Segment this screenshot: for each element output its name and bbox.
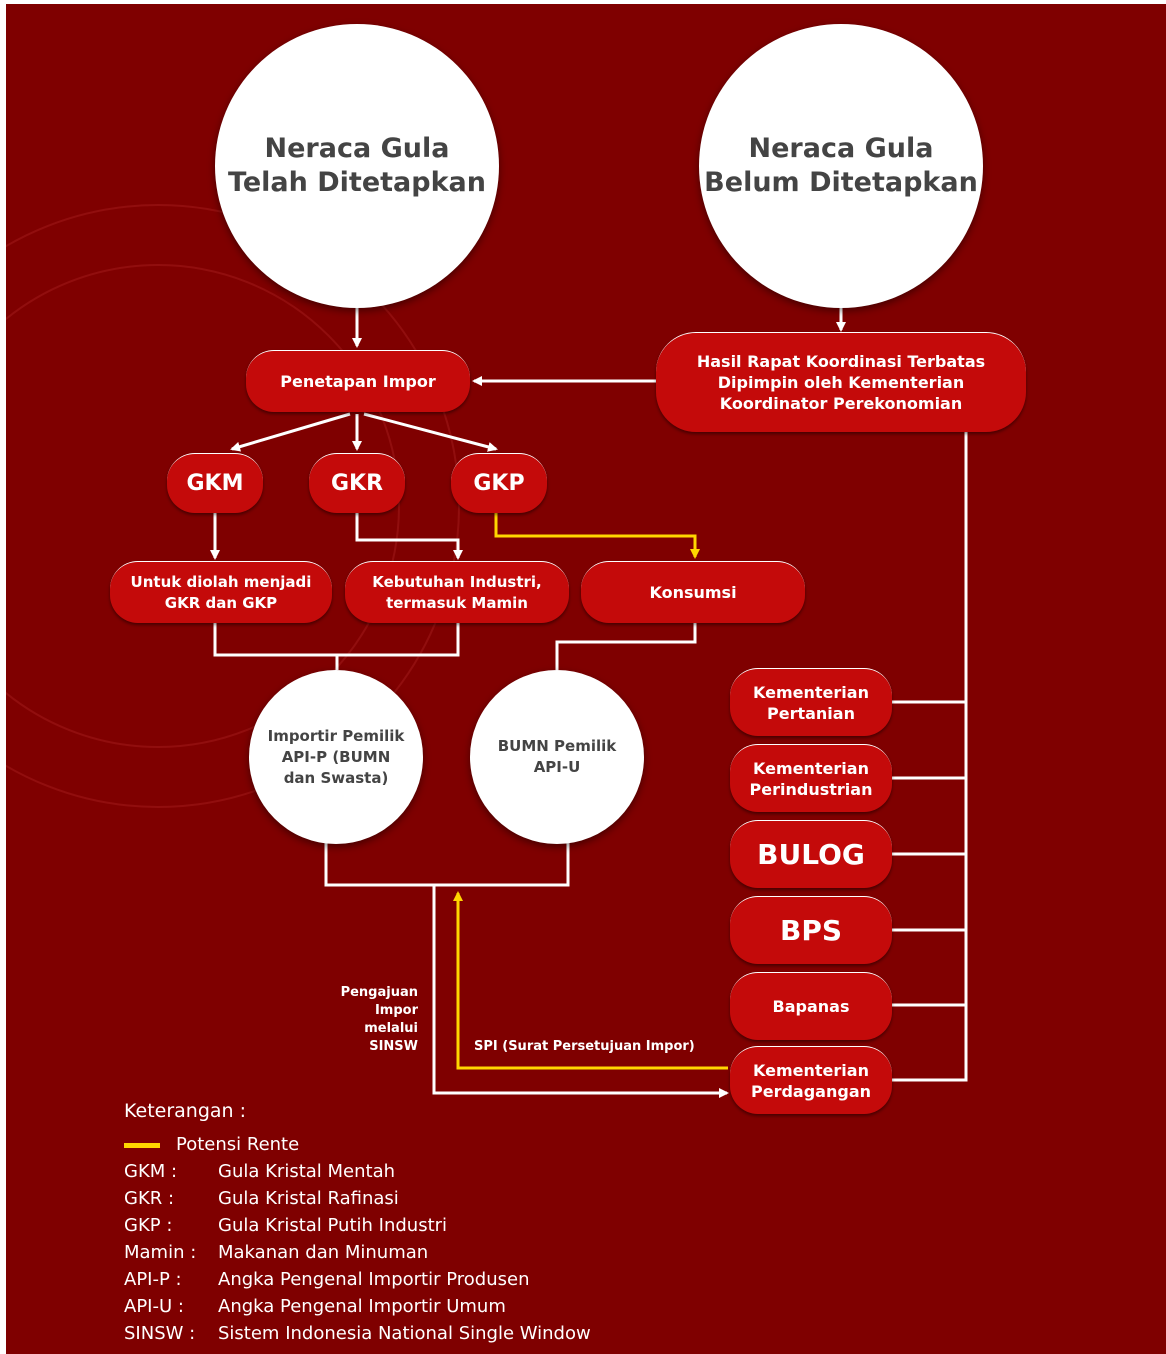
- arrow-gkr-to-industri: [355, 513, 463, 560]
- legend-desc: Sistem Indonesia National Single Window: [218, 1323, 591, 1344]
- legend-abbr: API-U :: [124, 1296, 184, 1317]
- legend-item: GKP : Gula Kristal Putih Industri: [124, 1215, 447, 1237]
- line-importir-bumn-join: [324, 842, 570, 887]
- node-penetapan-impor: Penetapan Impor: [246, 350, 470, 412]
- legend-item: SINSW : Sistem Indonesia National Single …: [124, 1323, 591, 1345]
- line-bus-agencies: [892, 700, 966, 1007]
- legend-desc: Gula Kristal Putih Industri: [218, 1215, 448, 1236]
- line-konsumsi-to-bumn: [555, 622, 697, 670]
- legend-abbr: GKM :: [124, 1161, 178, 1182]
- circle-bumn-api-u: BUMN Pemilik API-U: [470, 670, 644, 844]
- node-kementerian-perdagangan: Kementerian Perdagangan: [730, 1046, 892, 1114]
- note-pengajuan-impor: Pengajuan Impor melalui SINSW: [340, 985, 418, 1054]
- legend-title: Keterangan :: [124, 1100, 247, 1122]
- node-hasil-rakortas: Hasil Rapat Koordinasi Terbatas Dipimpin…: [656, 332, 1026, 432]
- arrow-penetapan-to-gkm: [230, 412, 351, 452]
- legend-desc: Gula Kristal Rafinasi: [218, 1188, 399, 1209]
- legend-abbr: Mamin :: [124, 1242, 197, 1263]
- node-kementerian-perindustrian: Kementerian Perindustrian: [730, 744, 892, 812]
- node-gkp: GKP: [451, 453, 547, 513]
- node-gkr: GKR: [309, 453, 405, 513]
- node-gkm: GKM: [167, 453, 263, 513]
- legend-abbr: GKR :: [124, 1188, 175, 1209]
- node-untuk-diolah: Untuk diolah menjadi GKR dan GKP: [110, 561, 332, 623]
- arrow-pengajuan-to-perdagangan: [432, 885, 729, 1098]
- legend-item: API-U : Angka Pengenal Importir Umum: [124, 1296, 506, 1318]
- line-diolah-industri-to-importir: [213, 622, 460, 670]
- legend-abbr: API-P :: [124, 1269, 182, 1290]
- node-kebutuhan-industri: Kebutuhan Industri, termasuk Mamin: [345, 561, 569, 623]
- node-konsumsi: Konsumsi: [581, 561, 805, 623]
- rent-arrow-gkp-to-konsumsi: [494, 513, 700, 559]
- legend-abbr: GKP :: [124, 1215, 173, 1236]
- legend-rent-swatch: [124, 1142, 160, 1148]
- legend-rent-row: Potensi Rente: [124, 1134, 299, 1156]
- legend-desc: Angka Pengenal Importir Umum: [218, 1296, 506, 1317]
- legend-rent-label: Potensi Rente: [176, 1134, 300, 1155]
- rent-arrow-spi-to-importir: [453, 891, 728, 1070]
- circle-importir-api-p: Importir Pemilik API-P (BUMN dan Swasta): [249, 670, 423, 844]
- note-spi: SPI (Surat Persetujuan Impor): [474, 1039, 695, 1054]
- node-bapanas: Bapanas: [730, 972, 892, 1040]
- legend-abbr: SINSW :: [124, 1323, 196, 1344]
- node-bulog: BULOG: [730, 820, 892, 888]
- arrow-penetapan-to-gkp: [363, 412, 498, 452]
- line-rakortas-agency-bus: [892, 432, 968, 1082]
- legend-item: Mamin : Makanan dan Minuman: [124, 1242, 428, 1264]
- circle-neraca-telah: Neraca Gula Telah Ditetapkan: [215, 24, 499, 308]
- legend-item: GKM : Gula Kristal Mentah: [124, 1161, 395, 1183]
- legend-item: GKR : Gula Kristal Rafinasi: [124, 1188, 399, 1210]
- node-kementerian-pertanian: Kementerian Pertanian: [730, 668, 892, 736]
- legend-desc: Makanan dan Minuman: [218, 1242, 429, 1263]
- legend-desc: Gula Kristal Mentah: [218, 1161, 396, 1182]
- legend-desc: Angka Pengenal Importir Produsen: [218, 1269, 530, 1290]
- legend-item: API-P : Angka Pengenal Importir Produsen: [124, 1269, 529, 1291]
- node-bps: BPS: [730, 896, 892, 964]
- circle-neraca-belum: Neraca Gula Belum Ditetapkan: [699, 24, 983, 308]
